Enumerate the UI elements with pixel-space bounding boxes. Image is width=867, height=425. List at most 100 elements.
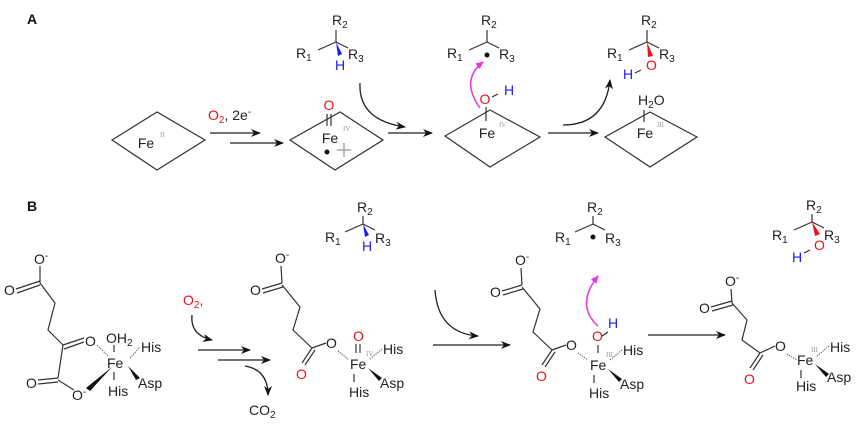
fe-iv-oxo-center: O Fe IV <box>288 97 385 171</box>
svg-text:O: O <box>250 282 261 298</box>
svg-text:R3: R3 <box>499 46 515 65</box>
cation-plus-icon <box>337 143 351 157</box>
svg-text:R2: R2 <box>806 197 822 216</box>
svg-text:O: O <box>775 338 786 354</box>
radical-dot <box>324 149 330 155</box>
fe-ii-center: Fe II <box>110 111 207 171</box>
svg-text:O: O <box>326 335 337 351</box>
svg-text:O: O <box>324 97 335 113</box>
svg-text:R3: R3 <box>824 227 840 246</box>
svg-text:O-: O- <box>725 273 739 289</box>
svg-text:IV: IV <box>499 121 506 129</box>
svg-text:III: III <box>657 121 665 129</box>
substrate-entry-arrow <box>359 82 406 130</box>
svg-text:R1: R1 <box>772 227 788 246</box>
svg-text:H: H <box>623 66 633 82</box>
svg-text:H: H <box>362 238 372 254</box>
svg-text:R2: R2 <box>641 12 657 31</box>
svg-text:O: O <box>26 375 37 391</box>
substrate-entry-arrow <box>434 289 479 340</box>
svg-text:IV: IV <box>366 350 373 358</box>
svg-text:Fe: Fe <box>590 357 607 373</box>
svg-text:O: O <box>592 328 603 344</box>
svg-text:R1: R1 <box>447 45 463 64</box>
svg-text:R1: R1 <box>555 229 571 248</box>
svg-text:His: His <box>796 378 816 394</box>
svg-text:O: O <box>646 57 657 73</box>
svg-text:O: O <box>814 237 825 253</box>
svg-text:O-: O- <box>34 251 48 267</box>
svg-text:III: III <box>811 346 819 354</box>
svg-text:Asp: Asp <box>827 369 851 385</box>
svg-text:H: H <box>504 82 514 98</box>
svg-text:O: O <box>4 282 15 298</box>
alcohol-product: R2 R1 R3 O H <box>607 12 675 82</box>
svg-text:His: His <box>108 383 128 399</box>
svg-text:H2O: H2O <box>638 92 665 111</box>
svg-text:R3: R3 <box>348 46 364 65</box>
substrate-radical: R2 R1 R3 <box>447 12 515 65</box>
svg-text:Asp: Asp <box>620 376 644 392</box>
fe-ii-2og-complex: O- O O O O- OH2 Fe His Asp His <box>4 251 162 403</box>
svg-text:Fe: Fe <box>138 135 155 151</box>
fe-iii-succinate-complex: O- O O O Fe III His Asp His <box>699 273 851 394</box>
fe-iv-hydroxo-center: O H Fe IV <box>443 82 542 168</box>
svg-text:His: His <box>141 339 161 355</box>
svg-text:R3: R3 <box>659 46 675 65</box>
svg-text:O: O <box>353 328 364 344</box>
svg-text:His: His <box>623 342 643 358</box>
svg-text:R1: R1 <box>325 229 341 248</box>
panel-label-a: A <box>27 11 37 27</box>
o2-entry-arrow <box>191 314 213 342</box>
svg-text:O-: O- <box>275 250 289 266</box>
substrate-ch: R2 R1 R3 H <box>296 12 364 73</box>
svg-text:O: O <box>699 300 710 316</box>
svg-text:O: O <box>480 91 491 107</box>
svg-text:R1: R1 <box>296 45 312 64</box>
substrate-ch-b: R2 R1 R3 H <box>325 199 391 254</box>
svg-text:O-: O- <box>515 252 529 268</box>
svg-text:O: O <box>85 333 96 349</box>
svg-text:Asp: Asp <box>138 375 162 391</box>
svg-text:Asp: Asp <box>380 375 404 391</box>
svg-text:Fe: Fe <box>350 356 367 372</box>
svg-text:OH2: OH2 <box>106 330 133 349</box>
panel-label-b: B <box>27 198 37 214</box>
reagent-o2-2e: O2, 2e- <box>208 107 251 126</box>
alcohol-product-b: R2 R1 R3 O H <box>772 197 840 265</box>
svg-text:R2: R2 <box>587 199 603 218</box>
svg-text:O: O <box>490 284 501 300</box>
svg-text:Fe: Fe <box>107 355 124 371</box>
svg-text:II: II <box>160 131 165 139</box>
svg-text:O-: O- <box>72 387 86 403</box>
svg-text:Fe: Fe <box>797 352 814 368</box>
svg-text:O: O <box>536 368 547 384</box>
svg-text:O: O <box>296 366 307 382</box>
product-release-arrow <box>562 79 613 126</box>
svg-text:His: His <box>830 339 850 355</box>
fe-iv-oxo-succinate-complex: O- O O O O Fe IV His Asp His <box>250 250 404 400</box>
svg-text:III: III <box>606 351 614 359</box>
svg-text:O: O <box>744 371 755 387</box>
svg-text:O: O <box>566 337 577 353</box>
rebound-arrow <box>470 61 484 109</box>
svg-text:His: His <box>349 384 369 400</box>
svg-text:Fe: Fe <box>479 125 496 141</box>
svg-text:R3: R3 <box>375 230 391 249</box>
reagent-o2: O2, <box>183 292 203 311</box>
svg-text:R2: R2 <box>481 12 497 31</box>
co2-product: CO2 <box>249 402 276 421</box>
svg-text:R2: R2 <box>357 199 373 218</box>
co2-release-arrow <box>244 365 272 396</box>
svg-text:IV: IV <box>343 125 350 133</box>
svg-text:Fe: Fe <box>637 125 654 141</box>
svg-text:H: H <box>608 315 618 331</box>
svg-text:R1: R1 <box>607 45 623 64</box>
svg-text:His: His <box>589 385 609 401</box>
svg-text:Fe: Fe <box>322 130 339 146</box>
substrate-radical-b: R2 R1 R3 <box>555 199 621 249</box>
svg-text:H: H <box>335 57 345 73</box>
svg-text:His: His <box>383 341 403 357</box>
fe-iii-aqua-center: H2O Fe III <box>603 92 699 168</box>
